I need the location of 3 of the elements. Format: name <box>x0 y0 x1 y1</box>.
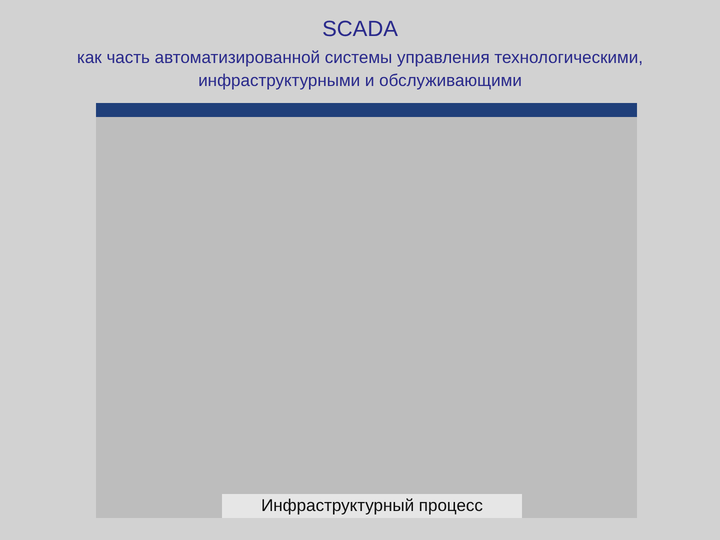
caption: Инфраструктурный процесс <box>222 494 522 518</box>
title: SCADA <box>321 16 399 42</box>
subtitle: как часть автоматизированной системы управления технологическими, инфраструктурными и обслуживающими <box>76 47 644 92</box>
